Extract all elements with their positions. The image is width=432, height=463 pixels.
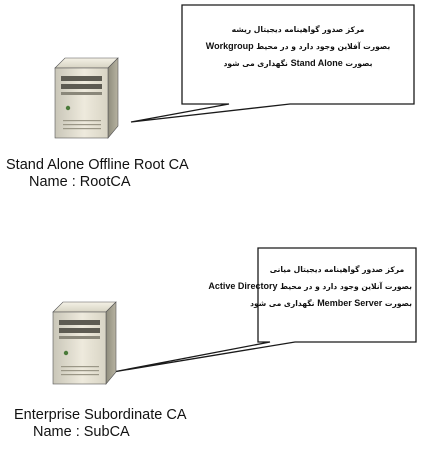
root-ca-callout-workgroup-term: Workgroup (205, 41, 254, 51)
root-ca-server-icon (54, 57, 119, 139)
root-ca-title: Stand Alone Offline Root CA (6, 157, 189, 173)
root-ca-callout-line-3: بصورت Stand Alone نگهداری می شود (186, 55, 410, 72)
sub-ca-callout-text: مرکز صدور گواهینامه دیجیتال میانی بصورت … (208, 261, 412, 312)
sub-ca-callout-line-3: بصورت Member Server نگهداری می شود (250, 295, 412, 312)
sub-ca-callout-line-3-post: نگهداری می شود (250, 299, 315, 308)
root-ca-callout-standalone-term: Stand Alone (290, 58, 343, 68)
root-ca-callout-line-1: مرکز صدور گواهینامه دیجیتال ریشه (231, 25, 365, 34)
sub-ca-name: Name : SubCA (33, 424, 130, 440)
root-ca-callout (130, 4, 415, 123)
sub-ca-server-icon (52, 301, 117, 385)
root-ca-callout-text: مرکز صدور گواهینامه دیجیتال ریشه بصورت آ… (186, 21, 410, 72)
root-ca-callout-box (130, 4, 415, 123)
root-ca-callout-line-2-pre: بصورت آفلاین وجود دارد و در محیط (256, 42, 391, 51)
root-ca-callout-line-3-pre: بصورت (345, 59, 373, 68)
sub-ca-title: Enterprise Subordinate CA (14, 407, 187, 423)
root-ca-callout-line-2: بصورت آفلاین وجود دارد و در محیط Workgro… (186, 38, 410, 55)
root-ca-name: Name : RootCA (29, 174, 131, 190)
sub-ca-callout-line-1: مرکز صدور گواهینامه دیجیتال میانی (269, 265, 405, 274)
sub-ca-callout-ad-term: Active Directory (208, 281, 278, 291)
sub-ca-callout (112, 247, 417, 373)
sub-ca-callout-line-2-pre: بصورت آنلاین وجود دارد و در محیط (280, 282, 412, 291)
sub-ca-callout-line-2: بصورت آنلاین وجود دارد و در محیط Active … (208, 278, 412, 295)
sub-ca-callout-box (112, 247, 417, 373)
sub-ca-callout-line-3-pre: بصورت (384, 299, 412, 308)
root-ca-callout-line-3-post: نگهداری می شود (223, 59, 288, 68)
sub-ca-callout-member-server-term: Member Server (317, 298, 383, 308)
